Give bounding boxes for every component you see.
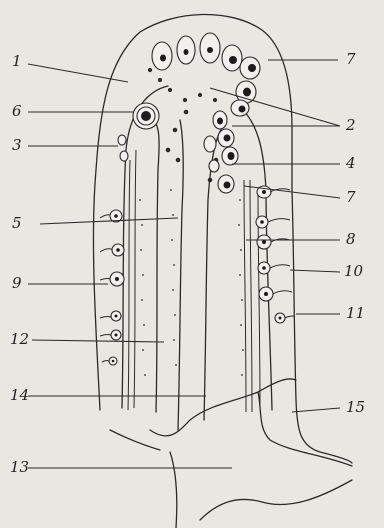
label-5: 5: [12, 214, 22, 232]
fiber-strands: [128, 150, 260, 412]
lower-boundary-curve: [150, 379, 296, 436]
apical-cell-cluster: [152, 33, 260, 193]
label-8: 8: [346, 230, 356, 248]
label-1: 1: [12, 52, 22, 70]
right-cell: [275, 313, 294, 323]
central-duct-right: [178, 120, 183, 430]
label-14: 14: [10, 386, 29, 404]
label-4: 4: [345, 154, 356, 172]
label-7-top: 7: [346, 50, 356, 68]
label-6: 6: [12, 102, 22, 120]
right-cell: [257, 235, 290, 249]
label-10: 10: [344, 262, 364, 280]
right-cell: [259, 287, 292, 301]
label-7-mid: 7: [346, 188, 356, 206]
inner-right-fold: [236, 104, 272, 410]
bottom-right-curve: [200, 480, 352, 520]
left-cell: [100, 244, 124, 256]
left-cell: [102, 357, 117, 365]
central-duct-left: [152, 118, 159, 412]
left-side-cells: [100, 135, 128, 365]
bottom-left-wisp: [110, 430, 160, 450]
right-cell: [256, 216, 290, 228]
right-side-cells: [256, 186, 294, 323]
number-labels: 1 7 6 2 3 4 7 5 8 10 9 11 12 14 15 13: [10, 50, 365, 476]
right-cell: [258, 262, 290, 274]
label-9: 9: [12, 274, 22, 292]
large-cell: [133, 103, 159, 129]
bottom-curve: [170, 452, 177, 528]
label-13: 13: [10, 458, 29, 476]
left-cell: [100, 330, 121, 340]
label-11: 11: [346, 304, 365, 322]
label-12: 12: [10, 330, 29, 348]
left-cell: [100, 311, 121, 321]
label-3: 3: [12, 136, 22, 154]
label-15: 15: [346, 398, 365, 416]
label-2: 2: [345, 116, 356, 134]
